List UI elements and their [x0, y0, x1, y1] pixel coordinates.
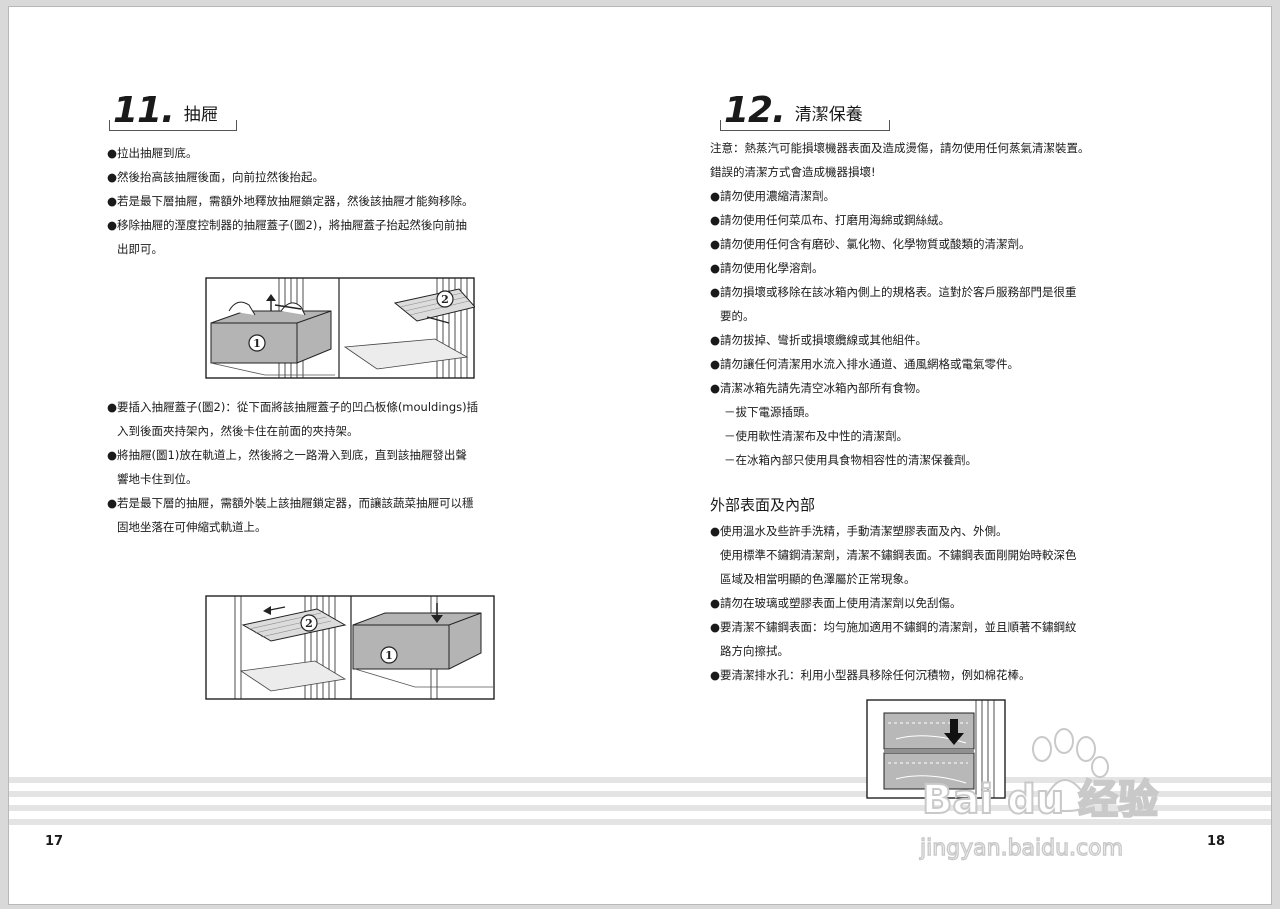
watermark-url: jingyan.baidu.com [919, 836, 1123, 861]
drawer-removal-figure: 1 2 [205, 277, 475, 379]
text-line: 錯誤的清潔方式會造成機器損壞! [710, 165, 876, 179]
figure1-label-1: 1 [253, 337, 261, 350]
text-line: ●移除抽屜的溼度控制器的抽屜蓋子(圖2)，將抽屜蓋子抬起然後向前抽 [107, 218, 467, 232]
figure2-label-1: 1 [385, 649, 393, 662]
text-line: －在冰箱內部只使用具食物相容性的清潔保養劑。 [724, 453, 977, 467]
page-number-right: 18 [1207, 834, 1226, 849]
text-line: 入到後面夾持架內，然後卡住在前面的夾持架。 [117, 424, 359, 438]
drawer-insertion-instructions: ●要插入抽屜蓋子(圖2)：從下面將該抽屜蓋子的凹凸板條(mouldings)插入… [107, 395, 478, 539]
drain-hole-figure [866, 699, 1006, 799]
text-line: ●請勿使用濃縮清潔劑。 [710, 189, 836, 203]
text-line: ●請勿使用任何菜瓜布、打磨用海綿或鋼絲絨。 [710, 213, 951, 227]
text-line: －使用軟性清潔布及中性的清潔劑。 [724, 429, 908, 443]
watermark-brand: Bai du 经验 [922, 777, 1158, 823]
left-page: 11. 抽屜 ●拉出抽屜到底。 ●然後抬高該抽屜後面，向前拉然後抬起。 ●若是最下層… [9, 7, 640, 904]
text-line: 使用標準不鏽鋼清潔劑，清潔不鏽鋼表面。不鏽鋼表面剛開始時較深色 [720, 548, 1077, 562]
text-line: ●要清潔排水孔：利用小型器具移除任何沉積物，例如棉花棒。 [710, 668, 1031, 682]
text-line: ●請勿在玻璃或塑膠表面上使用清潔劑以免刮傷。 [710, 596, 962, 610]
text-line: ●若是最下層抽屜，需額外地釋放抽屜鎖定器，然後該抽屜才能夠移除。 [107, 194, 474, 208]
text-line: ●請勿使用任何含有磨砂、氯化物、化學物質或酸類的清潔劑。 [710, 237, 1031, 251]
drawer-removal-instructions: ●拉出抽屜到底。 ●然後抬高該抽屜後面，向前拉然後抬起。 ●若是最下層抽屜，需額外地… [107, 141, 474, 261]
subsection-title: 外部表面及內部 [710, 496, 816, 514]
text-line: ●要插入抽屜蓋子(圖2)：從下面將該抽屜蓋子的凹凸板條(mouldings)插 [107, 400, 479, 414]
text-line: 固地坐落在可伸縮式軌道上。 [117, 520, 267, 534]
right-page: 12. 清潔保養 注意：熱蒸汽可能損壞機器表面及造成燙傷，請勿使用任何蒸氣清潔裝… [640, 7, 1271, 904]
footer-stripes [9, 777, 1271, 847]
text-line: 出即可。 [117, 242, 163, 256]
manual-spread: 11. 抽屜 ●拉出抽屜到底。 ●然後抬高該抽屜後面，向前拉然後抬起。 ●若是最下層… [8, 6, 1272, 905]
section-heading-11: 11. 抽屜 [109, 89, 237, 131]
section-title: 抽屜 [183, 105, 218, 125]
text-line: ●將抽屜(圖1)放在軌道上，然後將之一路滑入到底，直到該抽屜發出聲 [107, 448, 467, 462]
section-heading-12: 12. 清潔保養 [720, 89, 890, 131]
text-line: 要的。 [720, 309, 755, 323]
text-line: ●使用溫水及些許手洗精，手動清潔塑膠表面及內、外側。 [710, 524, 1008, 538]
text-line: 響地卡住到位。 [117, 472, 198, 486]
text-line: ●要清潔不鏽鋼表面：均勻施加適用不鏽鋼的清潔劑，並且順著不鏽鋼紋 [710, 620, 1077, 634]
text-line: ●若是最下層的抽屜，需額外裝上該抽屜鎖定器，而讓該蔬菜抽屜可以穩 [107, 496, 474, 510]
text-line: ●清潔冰箱先請先清空冰箱內部所有食物。 [710, 381, 928, 395]
drawer-insertion-figure: 2 1 [205, 595, 495, 700]
cleaning-warnings: 注意：熱蒸汽可能損壞機器表面及造成燙傷，請勿使用任何蒸氣清潔裝置。錯誤的清潔方式… [710, 136, 1090, 472]
text-line: ●請勿拔掉、彎折或損壞纜線或其他組件。 [710, 333, 928, 347]
text-line: ●然後抬高該抽屜後面，向前拉然後抬起。 [107, 170, 325, 184]
watermark-logo: Bai du 经验 jingyan.baidu.com [918, 728, 1159, 862]
text-line: 區域及相當明顯的色澤屬於正常現象。 [720, 572, 916, 586]
text-line: 路方向擦拭。 [720, 644, 789, 658]
text-line: －拔下電源插頭。 [724, 405, 816, 419]
page-number-left: 17 [45, 834, 64, 849]
text-line: ●請勿損壞或移除在該冰箱內側上的規格表。這對於客戶服務部門是很重 [710, 285, 1077, 299]
section-title: 清潔保養 [794, 105, 863, 125]
exterior-interior-section: 外部表面及內部 ●使用溫水及些許手洗精，手動清潔塑膠表面及內、外側。使用標準不鏽… [710, 475, 1077, 687]
figure2-label-2: 2 [305, 617, 313, 630]
section-number: 12. [724, 90, 786, 131]
figure1-label-2: 2 [441, 293, 449, 306]
text-line: 注意：熱蒸汽可能損壞機器表面及造成燙傷，請勿使用任何蒸氣清潔裝置。 [710, 141, 1090, 155]
text-line: ●請勿使用化學溶劑。 [710, 261, 824, 275]
text-line: ●請勿讓任何清潔用水流入排水通道、通風網格或電氣零件。 [710, 357, 1020, 371]
text-line: ●拉出抽屜到底。 [107, 146, 198, 160]
section-number: 11. [113, 90, 175, 131]
